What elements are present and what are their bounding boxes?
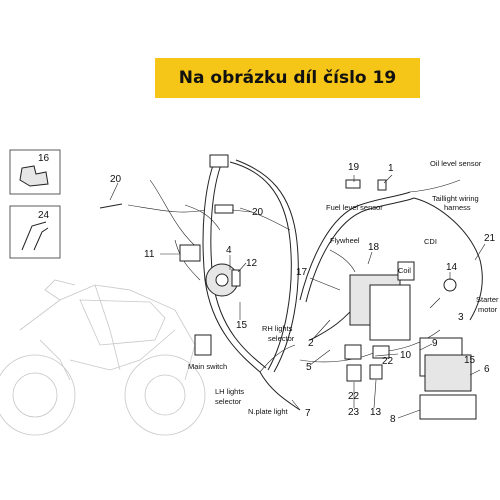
label-rh-lights-2: selector bbox=[268, 334, 295, 343]
label-lh-lights-1: LH lights bbox=[215, 387, 244, 396]
callout-10: 10 bbox=[400, 350, 412, 361]
callout-3: 3 bbox=[458, 312, 464, 323]
coil bbox=[397, 261, 415, 281]
callout-17: 17 bbox=[296, 267, 308, 278]
fuel-level-sensor bbox=[345, 179, 361, 189]
voltage-regulator bbox=[369, 284, 411, 341]
label-flywheel: Flywheel bbox=[330, 236, 360, 245]
banner-text: Na obrázku díl číslo 19 bbox=[178, 68, 397, 88]
callout-19: 19 bbox=[348, 162, 360, 173]
connector-20-left bbox=[99, 203, 123, 209]
connector-23 bbox=[346, 364, 362, 382]
callout-5: 5 bbox=[306, 362, 312, 373]
callout-23: 23 bbox=[348, 407, 360, 418]
label-lh-lights-2: selector bbox=[215, 397, 242, 406]
callout-7: 7 bbox=[305, 408, 311, 419]
leader-lines bbox=[109, 174, 486, 419]
label-oil-level-sensor: Oil level sensor bbox=[430, 159, 482, 168]
callout-13: 13 bbox=[370, 407, 382, 418]
battery bbox=[424, 354, 472, 392]
connector-20-right bbox=[214, 204, 234, 214]
fuse-12 bbox=[231, 269, 241, 287]
part-1 bbox=[377, 179, 387, 191]
callout-9: 9 bbox=[432, 338, 438, 349]
label-starter-1: Starter bbox=[476, 295, 499, 304]
callout-4: 4 bbox=[226, 245, 232, 256]
flasher-relay bbox=[179, 244, 201, 262]
callout-15b: 15 bbox=[464, 355, 476, 366]
label-coil: Coil bbox=[398, 266, 411, 275]
label-fuel-level-sensor: Fuel level sensor bbox=[326, 203, 383, 212]
callout-16: 16 bbox=[38, 153, 50, 164]
label-taillight-wiring-2: harness bbox=[444, 203, 471, 212]
label-taillight-wiring-1: Taillight wiring bbox=[432, 194, 479, 203]
callout-20: 20 bbox=[110, 174, 122, 185]
callout-8: 8 bbox=[390, 414, 396, 425]
part-number-banner: Na obrázku díl číslo 19 bbox=[155, 58, 420, 98]
callout-12: 12 bbox=[246, 258, 258, 269]
callout-24: 24 bbox=[38, 210, 50, 221]
connector-13 bbox=[369, 364, 383, 380]
callout-14: 14 bbox=[446, 262, 458, 273]
callout-15: 15 bbox=[236, 320, 248, 331]
label-main-switch: Main switch bbox=[188, 362, 227, 371]
callout-22: 22 bbox=[348, 391, 360, 402]
callout-21: 21 bbox=[484, 233, 496, 244]
label-cdi: CDI bbox=[424, 237, 437, 246]
label-rh-lights-1: RH lights bbox=[262, 324, 293, 333]
callout-6: 6 bbox=[484, 364, 490, 375]
inset-part-16 bbox=[9, 149, 61, 195]
callout-22b: 22 bbox=[382, 356, 394, 367]
starter-relay bbox=[443, 278, 457, 292]
flywheel-pickup-center bbox=[215, 273, 229, 287]
callout-2: 2 bbox=[308, 338, 314, 349]
scooter-outline bbox=[0, 279, 206, 436]
callout-18: 18 bbox=[368, 242, 380, 253]
inset-part-24 bbox=[9, 205, 61, 259]
main-switch-connector bbox=[194, 334, 212, 356]
label-nplate-light: N.plate light bbox=[248, 407, 289, 416]
connector-22 bbox=[344, 344, 362, 360]
battery-tray bbox=[419, 394, 477, 420]
top-connector bbox=[209, 154, 229, 168]
callout-11: 11 bbox=[144, 249, 155, 260]
label-starter-2: motor bbox=[478, 305, 498, 314]
callout-1: 1 bbox=[388, 163, 394, 174]
callout-20b: 20 bbox=[252, 207, 264, 218]
